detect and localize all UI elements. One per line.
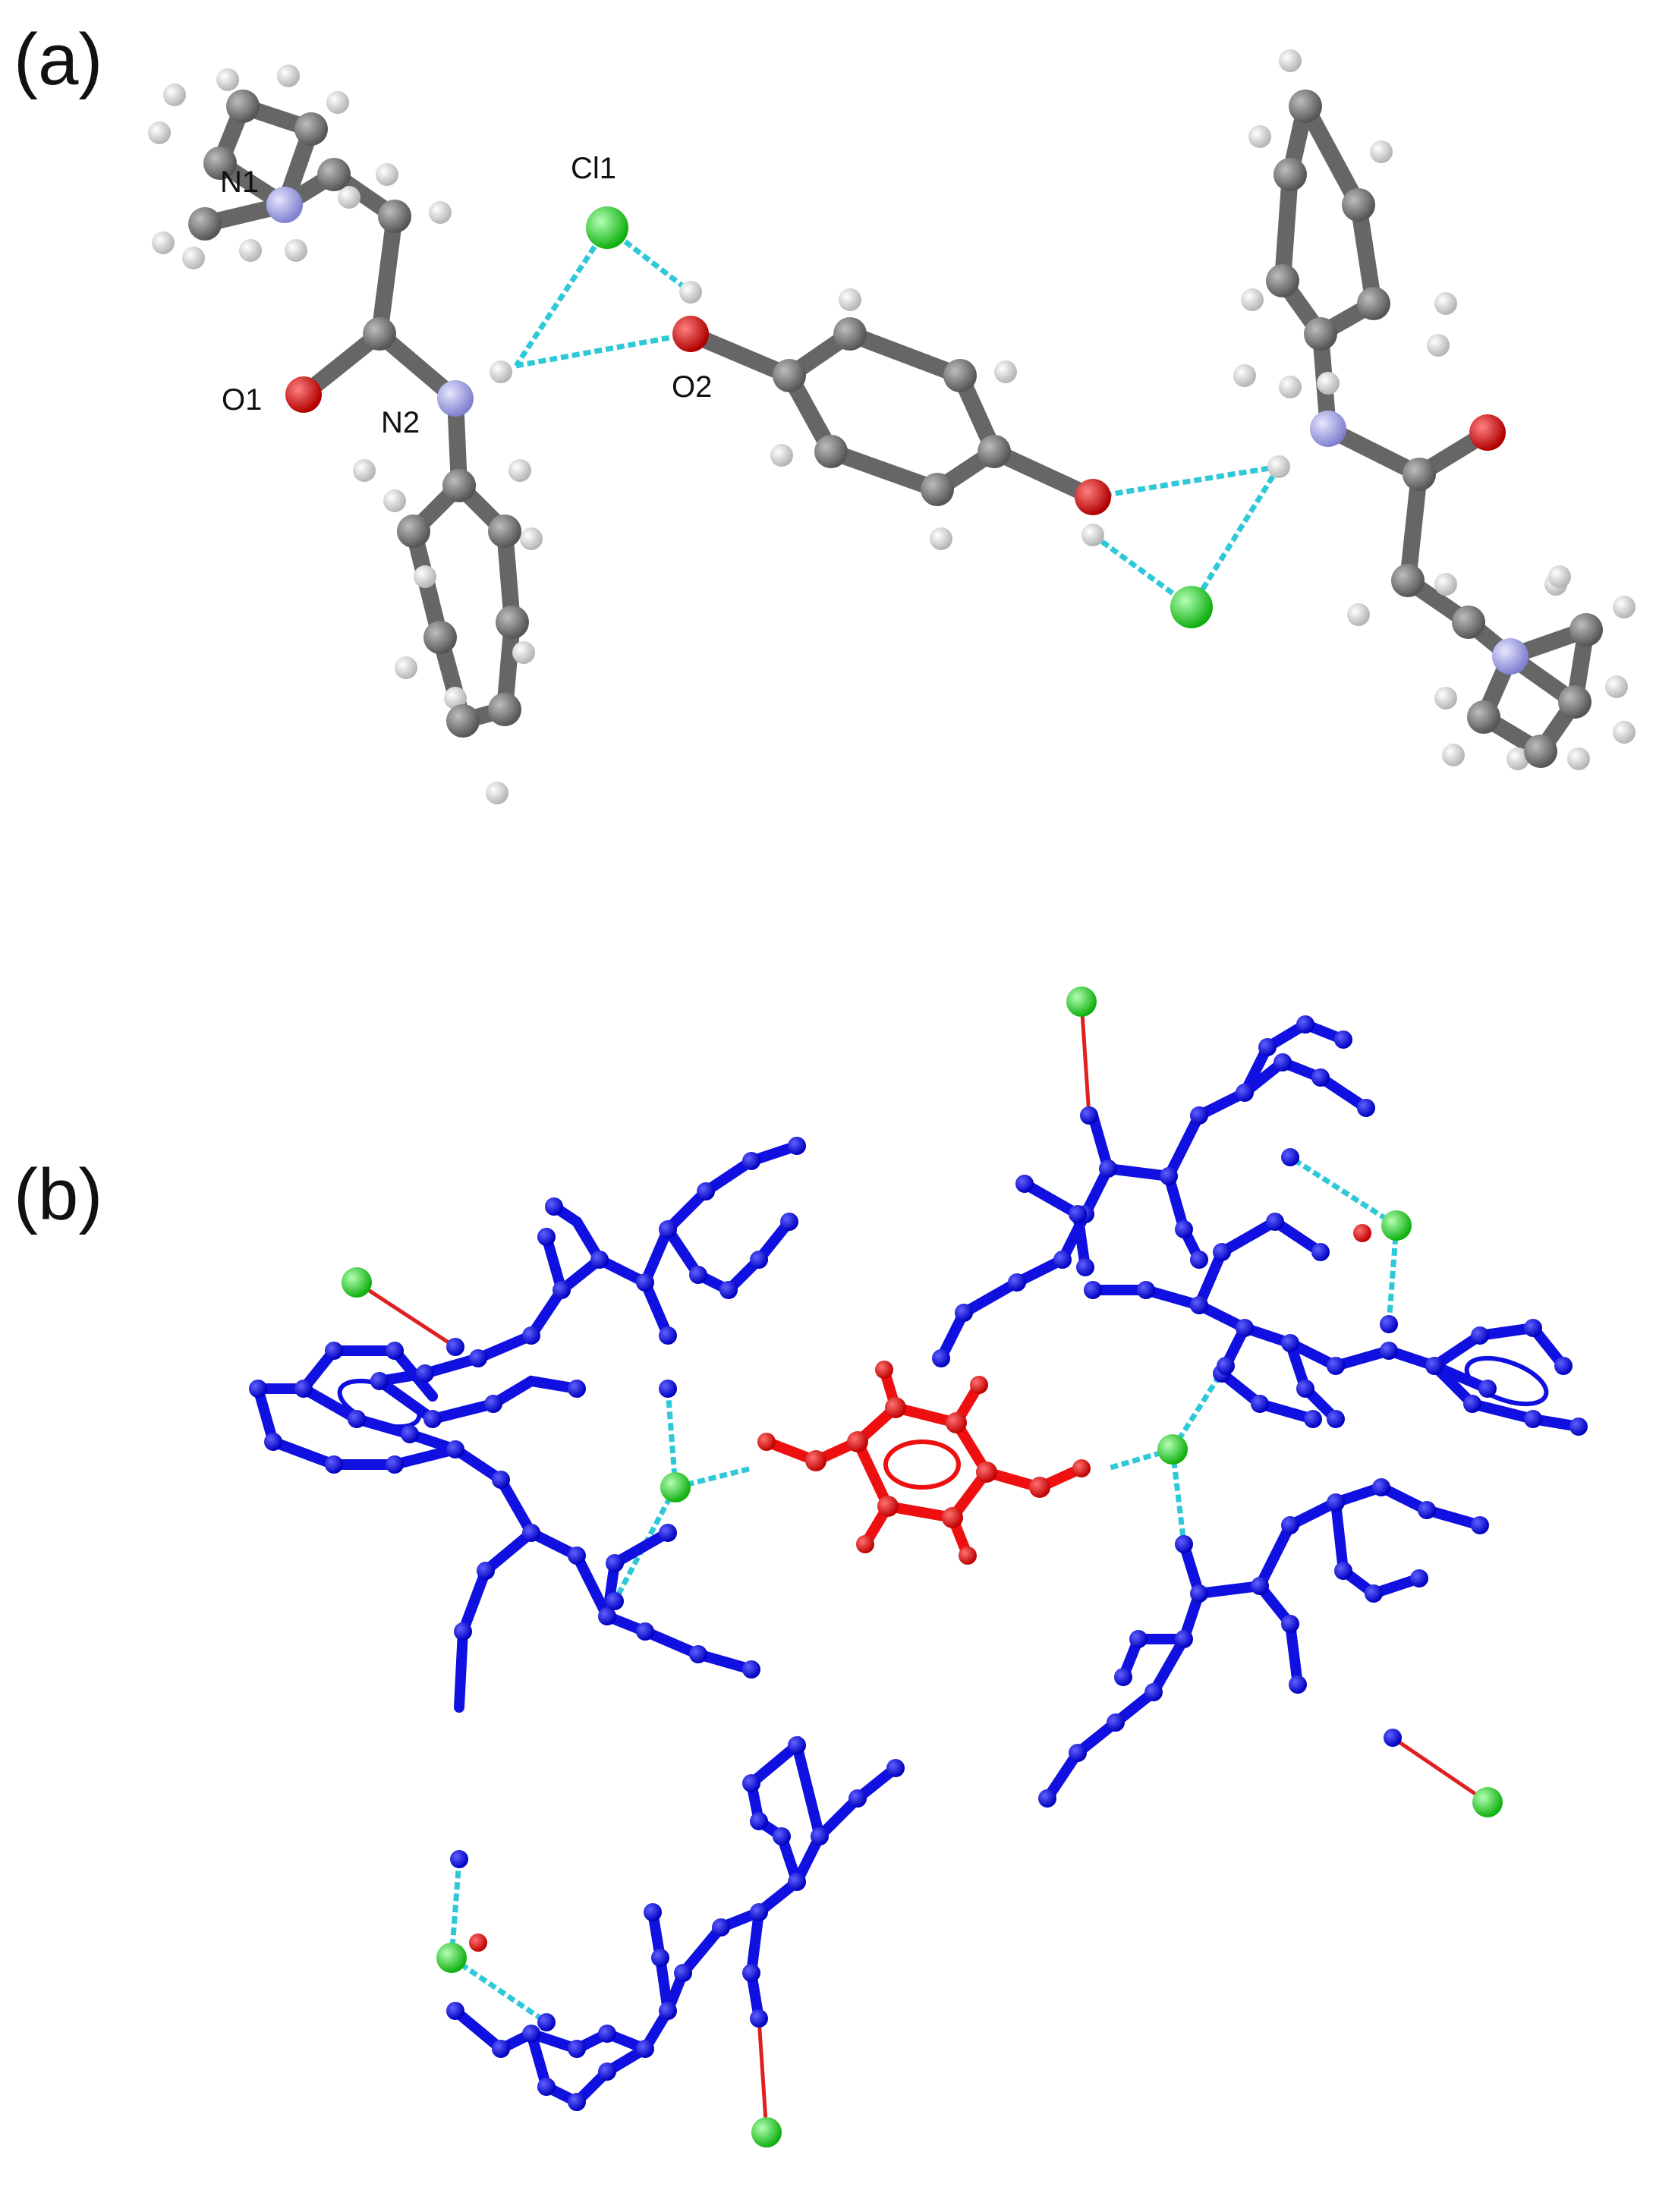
label-o1: O1 — [222, 383, 263, 417]
chlorine-atoms-a — [586, 206, 1213, 628]
carbon-atoms-a — [188, 90, 1603, 768]
hydrogen-atoms-a — [148, 49, 1636, 804]
short-contacts-b — [355, 1001, 1489, 2133]
panel-b-packing — [249, 986, 1588, 2147]
atom-o2 — [672, 316, 709, 352]
label-o2: O2 — [672, 370, 713, 404]
panel-a-molecule — [148, 49, 1636, 804]
hydroquinone-red — [469, 1224, 1371, 1952]
atom-n1 — [266, 187, 303, 223]
oxygen-atoms-a — [285, 316, 1506, 515]
label-n2: N2 — [381, 406, 420, 439]
atom-cl1 — [586, 206, 628, 249]
chloride-ions-b — [342, 986, 1503, 2147]
atom-o1 — [285, 376, 322, 413]
label-cl1: Cl1 — [571, 152, 617, 185]
panel-b-label: (b) — [14, 1154, 103, 1235]
panel-a-label: (a) — [14, 19, 103, 100]
cation-molecules-blue — [249, 1015, 1588, 2111]
label-n1: N1 — [220, 165, 260, 199]
atom-n2 — [437, 380, 474, 417]
nitrogen-atoms-a — [266, 187, 1528, 675]
hydrogen-bonds-a — [514, 225, 1281, 609]
